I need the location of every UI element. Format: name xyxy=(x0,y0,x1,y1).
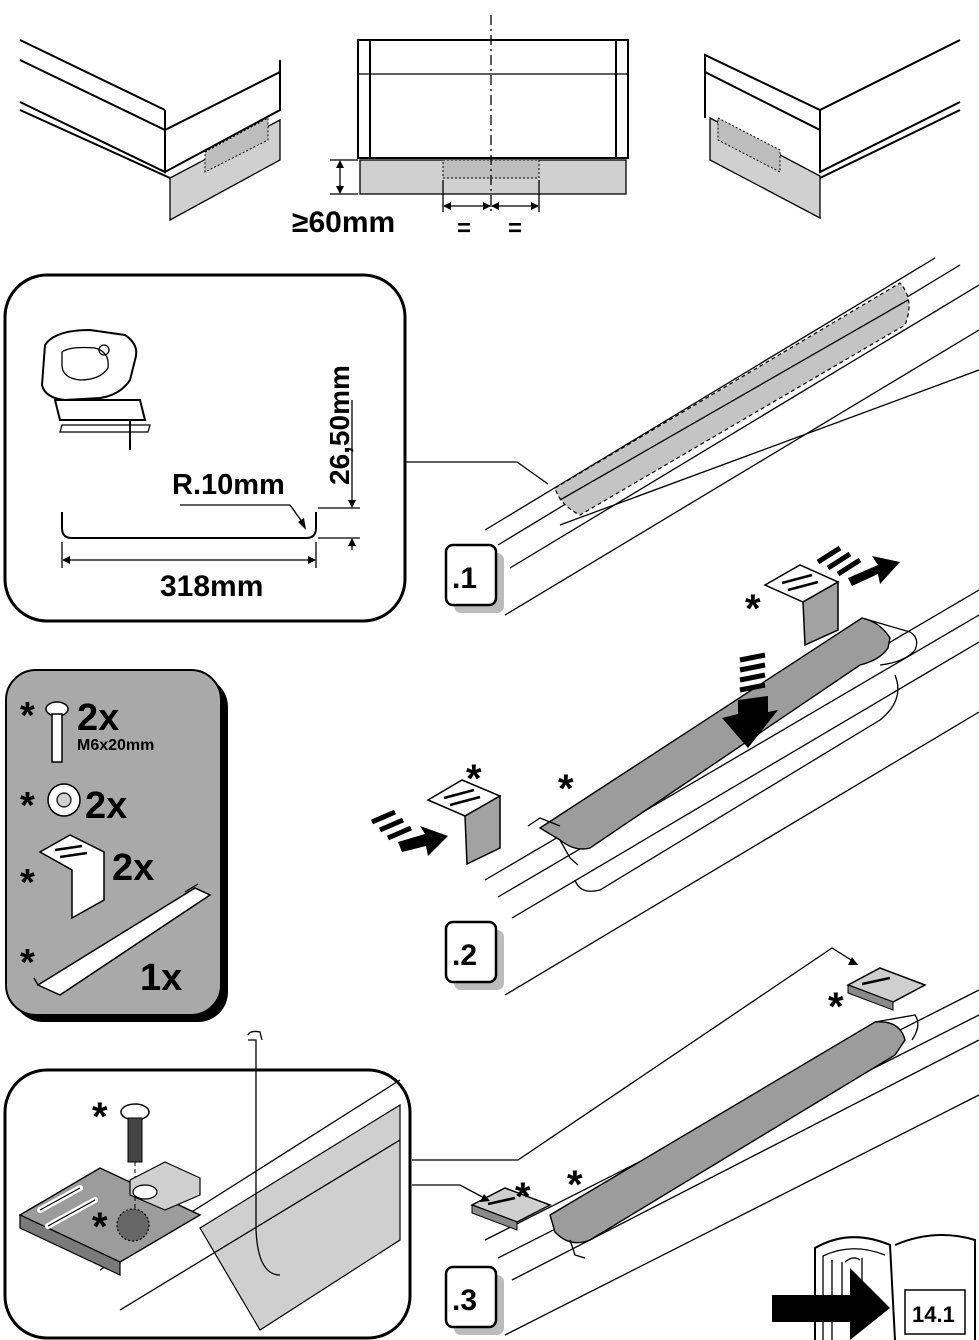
min-height-label: ≥60mm xyxy=(292,206,395,239)
step2-assembly xyxy=(371,545,979,996)
equal-right-label: = xyxy=(508,215,522,242)
radius-label: R.10mm xyxy=(172,469,285,501)
rail-icon xyxy=(33,883,212,996)
bracket-mounted-left xyxy=(470,1187,552,1231)
plinth-right-view xyxy=(704,39,961,220)
plinth-left-view xyxy=(19,39,281,222)
step-badge-3: .3 xyxy=(444,1265,504,1335)
arrow-icon-left-bracket xyxy=(371,809,448,856)
detail-marker-nut: * xyxy=(92,1205,108,1249)
bracket-left xyxy=(426,779,502,866)
rail-marker: * xyxy=(20,942,35,984)
nut-qty: 2x xyxy=(85,785,127,827)
screw-qty: 2x xyxy=(77,697,119,739)
parts-list-panel xyxy=(5,669,228,1022)
screw-icon-detail xyxy=(120,1103,150,1210)
jigsaw-icon xyxy=(40,328,151,450)
screw-size: M6x20mm xyxy=(77,737,154,754)
arrow-icon-pointer xyxy=(772,1268,890,1340)
equal-left-label: = xyxy=(457,215,471,242)
step2-marker-left: * xyxy=(466,757,482,801)
step-1-label: .1 xyxy=(452,562,477,595)
screw-marker: * xyxy=(20,695,35,737)
screw-icon xyxy=(45,701,69,763)
step3-marker-rail: * xyxy=(567,1163,583,1207)
screw-detail-panel xyxy=(3,1030,412,1340)
step2-marker-right: * xyxy=(745,587,761,631)
nut-icon-detail xyxy=(116,1208,150,1242)
rail-qty: 1x xyxy=(140,957,182,999)
step2-marker-rail: * xyxy=(558,767,574,811)
step3-assembly xyxy=(412,947,979,1336)
depth-label: 26,50mm xyxy=(324,365,355,485)
step3-marker-right: * xyxy=(828,985,844,1029)
step-badge-1: .1 xyxy=(444,543,504,613)
step-2-label: .2 xyxy=(452,939,477,972)
step1-plinth xyxy=(406,257,979,616)
step-badge-2: .2 xyxy=(444,920,504,990)
step3-marker-left: * xyxy=(515,1175,531,1219)
bracket-icon xyxy=(38,834,105,920)
bracket-marker: * xyxy=(20,862,35,904)
arrow-icon-down xyxy=(722,652,778,748)
width-label: 318mm xyxy=(160,570,263,603)
nut-icon xyxy=(47,783,81,817)
cut-template-panel xyxy=(3,273,407,623)
reference-page-pointer xyxy=(772,1234,976,1340)
plinth-front-view xyxy=(330,15,629,215)
reference-page-label: 14.1 xyxy=(912,1302,955,1327)
arrow-icon-right xyxy=(816,545,900,586)
nut-marker: * xyxy=(20,785,35,827)
detail-marker-screw: * xyxy=(92,1095,108,1139)
bracket-mounted-right xyxy=(846,967,927,1011)
bracket-qty: 2x xyxy=(112,847,154,889)
step-3-label: .3 xyxy=(452,1284,477,1317)
bracket-right xyxy=(763,564,840,647)
